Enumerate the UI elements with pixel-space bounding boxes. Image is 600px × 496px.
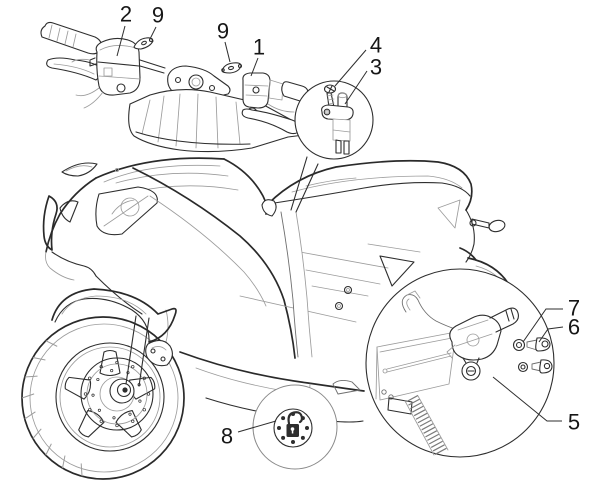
washer-part-7: [512, 338, 526, 352]
callout-label-7: 7: [568, 296, 580, 321]
seat-and-tail: [261, 159, 506, 287]
left-grip: [40, 21, 102, 55]
leader-line-3: [344, 70, 368, 105]
callout-label-9: 9: [217, 19, 229, 44]
gasket-right: [221, 62, 243, 74]
callout-label-6: 6: [568, 315, 580, 340]
callout-label-3: 3: [370, 55, 382, 80]
front-fender: [51, 288, 177, 343]
brake-caliper: [145, 339, 173, 367]
callout-label-8: 8: [221, 424, 233, 449]
switch-part-3: [321, 92, 354, 155]
tire-tread: [21, 340, 83, 477]
leader-line-5: [492, 376, 562, 422]
badge-dot: [281, 435, 286, 440]
callout-label-5: 5: [568, 410, 580, 435]
callout-label-4: 4: [370, 33, 382, 58]
front-wheel: [21, 288, 185, 480]
badge-dot: [291, 440, 295, 444]
saddle-lock-cylinder: [446, 307, 519, 381]
screw-part-4: [323, 84, 337, 108]
brake-disc-holes: [83, 360, 151, 428]
badge-dot: [277, 426, 281, 430]
leader-line-7: [522, 308, 563, 343]
leader-line-4: [334, 49, 367, 87]
washer-bolt-row2: [517, 359, 553, 374]
handlebar-cover: [128, 59, 309, 153]
mirror: [469, 218, 506, 233]
spring: [404, 394, 449, 456]
front-fairing: [42, 157, 296, 359]
left-switch-housing: [71, 37, 141, 109]
callout-label-9: 9: [152, 3, 164, 28]
saddle-lock-inset: [365, 268, 555, 458]
leader-line-9: [224, 41, 231, 63]
wheel-spokes: [64, 349, 156, 438]
gasket-left: [133, 37, 154, 50]
open-padlock-icon: [286, 411, 304, 437]
leader-line-8: [237, 420, 277, 433]
leader-line-2: [116, 25, 126, 57]
leader-line-1: [250, 57, 259, 77]
badge-dot: [305, 426, 309, 430]
callout-label-2: 2: [120, 2, 132, 27]
handlebar-assembly: [40, 21, 309, 153]
ignition-switch-inset: [290, 80, 374, 213]
leader-line-9: [149, 26, 157, 40]
badge-dot: [300, 435, 305, 440]
leader-line-6: [538, 326, 564, 343]
badge-dot: [281, 416, 286, 421]
lock-symbol-badge: [252, 384, 338, 470]
callout-label-1: 1: [253, 35, 265, 60]
